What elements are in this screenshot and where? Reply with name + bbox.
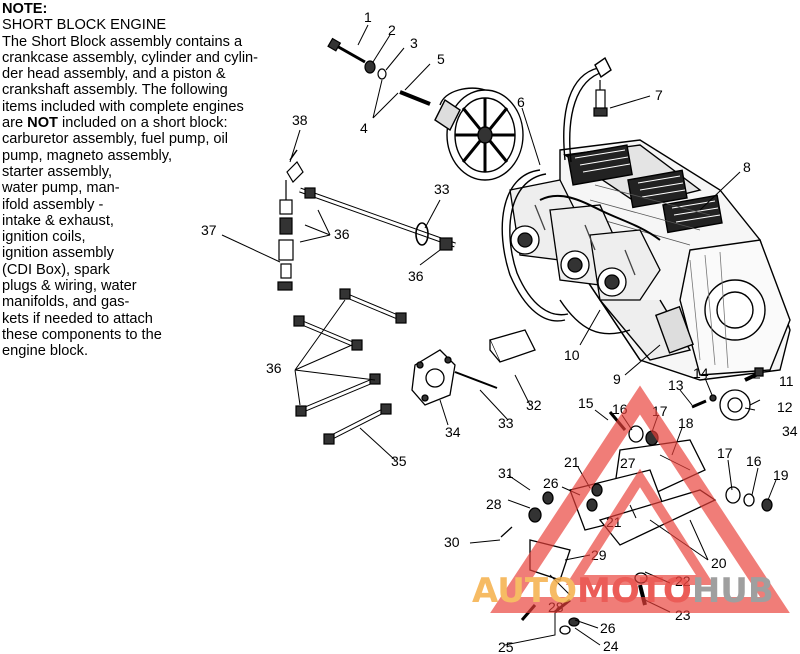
callout-11: 11 — [779, 373, 794, 389]
callout-9: 9 — [613, 371, 621, 387]
callout-12: 12 — [777, 399, 793, 415]
callout-8: 8 — [743, 159, 751, 175]
callout-34b: 34 — [782, 423, 798, 439]
callout-17b: 17 — [717, 445, 733, 461]
note-not-emphasis: NOT — [27, 115, 58, 132]
note-line: water pump, man- — [2, 180, 120, 197]
watermark-triangle-icon — [490, 385, 790, 613]
callout-36b: 36 — [408, 268, 424, 284]
callout-36a: 36 — [334, 226, 350, 242]
callout-34a: 34 — [445, 424, 461, 440]
note-line: SHORT BLOCK ENGINE — [2, 17, 167, 34]
callout-10: 10 — [564, 347, 580, 363]
callout-33b: 33 — [498, 415, 514, 431]
callout-38: 38 — [292, 112, 308, 128]
callout-1: 1 — [364, 9, 372, 25]
note-line: crankcase assembly, cylinder and cylin- — [2, 49, 259, 66]
callout-24: 24 — [603, 638, 619, 654]
engine-block — [559, 139, 791, 381]
note-line: (CDI Box), spark — [2, 261, 110, 278]
note-heading: NOTE: — [2, 1, 48, 17]
callout-4: 4 — [360, 120, 368, 136]
note-line: intake & exhaust, — [2, 212, 114, 229]
note-line: carburetor assembly, fuel pump, oil — [2, 131, 229, 148]
callout-35: 35 — [391, 453, 407, 469]
bolt-and-washers — [327, 37, 431, 106]
note-line: items included with complete engines — [2, 98, 244, 115]
callout-37: 37 — [201, 222, 217, 238]
water-pump-housing — [411, 349, 456, 406]
callout-7: 7 — [655, 87, 663, 103]
note-line: kets if needed to attach — [2, 310, 153, 327]
note-line: manifolds, and gas- — [2, 294, 130, 311]
note-line: der head assembly, and a piston & — [2, 66, 226, 83]
callout-16b: 16 — [746, 453, 762, 469]
note-text-block: NOTE: SHORT BLOCK ENGINE The Short Block… — [2, 1, 302, 360]
callout-28a: 28 — [486, 496, 502, 512]
note-line: ignition assembly — [2, 245, 114, 262]
callout-5: 5 — [437, 51, 445, 67]
watermark-part-moto: MOTO — [577, 571, 692, 611]
coolant-tubes — [293, 288, 407, 445]
clutch-pulley — [434, 87, 524, 181]
callout-6: 6 — [517, 94, 525, 110]
callout-25: 25 — [498, 639, 514, 654]
callout-15: 15 — [578, 395, 594, 411]
note-line: pump, magneto assembly, — [2, 147, 173, 164]
callout-32: 32 — [526, 397, 542, 413]
watermark-text: AUTOMOTOHUB — [472, 571, 774, 611]
callout-26a: 26 — [543, 475, 559, 491]
note-line: plugs & wiring, water — [2, 278, 137, 295]
callout-20: 20 — [711, 555, 727, 571]
callout-21a: 21 — [564, 454, 580, 470]
callout-14: 14 — [693, 365, 709, 381]
water-pump-shaft — [286, 149, 456, 251]
note-line-not: are NOT included on a short block: — [2, 115, 228, 132]
note-line: The Short Block assembly contains a — [2, 33, 243, 50]
callout-13: 13 — [668, 377, 684, 393]
note-line: starter assembly, — [2, 163, 113, 180]
callout-18: 18 — [678, 415, 694, 431]
cdi-box — [489, 329, 536, 363]
callout-30: 30 — [444, 534, 460, 550]
fuel-hoses — [501, 56, 631, 335]
watermark-part-hub: HUB — [692, 571, 774, 611]
note-line: ignition coils, — [2, 229, 86, 246]
callout-33a: 33 — [434, 181, 450, 197]
note-line: these components to the — [2, 326, 162, 343]
callout-36c: 36 — [266, 360, 282, 376]
note-line: ifold assembly - — [2, 196, 104, 213]
oil-pump-stack — [277, 180, 294, 291]
automotohub-watermark: AUTOMOTOHUB — [472, 385, 790, 613]
watermark-part-auto: AUTO — [472, 571, 577, 611]
note-line: engine block. — [2, 343, 89, 360]
callout-27: 27 — [620, 455, 636, 471]
long-bolt — [454, 371, 498, 389]
note-line: crankshaft assembly. The following — [2, 82, 228, 99]
callout-26b: 26 — [600, 620, 616, 636]
carburetor-assembly — [509, 179, 661, 301]
spark-plug — [593, 80, 608, 117]
callout-3: 3 — [410, 35, 418, 51]
callout-19: 19 — [773, 467, 789, 483]
callout-2: 2 — [388, 22, 396, 38]
callout-31: 31 — [498, 465, 514, 481]
